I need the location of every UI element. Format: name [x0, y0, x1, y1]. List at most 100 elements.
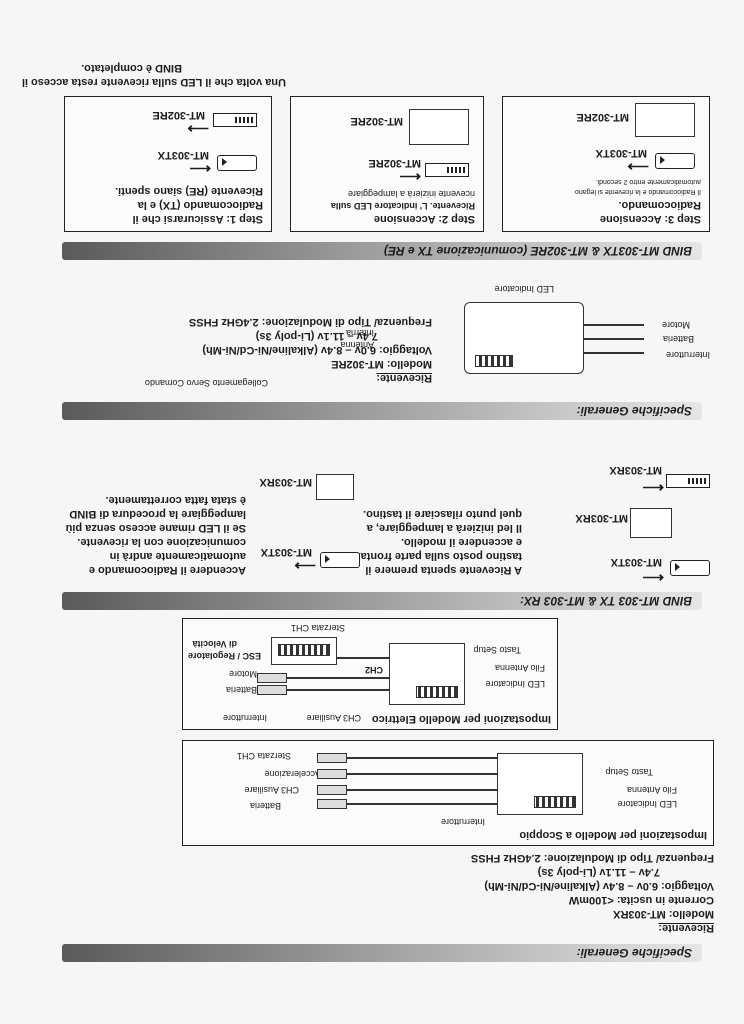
step3-line-4: automaticamente entro 2 secondi. — [595, 178, 701, 185]
step3-re-label: MT-302RE — [576, 111, 629, 123]
step-b-line-1: Accendere il Radiocomando e — [88, 564, 246, 576]
step1-tx-label: MT-303TX — [157, 149, 209, 161]
label-velocita: di Velocità — [192, 639, 237, 649]
step2-line-1: Step 2: Accensione — [373, 213, 475, 225]
step3-line-2: Radiocomando. — [618, 199, 701, 211]
step2-arrow-icon: ⟵ — [399, 168, 421, 185]
step-b-line-2: automaticamente andrà in — [109, 550, 246, 562]
step-a-line-4: Il led inizierà a lampeggiare, a — [366, 522, 522, 534]
label-tasto-el: Tasto Setup — [473, 645, 521, 655]
label-rx-c: MT-303RX — [259, 476, 312, 488]
label-led-el: LED Indicatore — [485, 679, 545, 689]
receiver-diagram-302re — [464, 302, 584, 374]
section-header-specs-1: Specifiche Generali: — [62, 944, 702, 962]
step2-receiver-led-icon — [409, 109, 469, 145]
receiver-switch-icon — [666, 474, 710, 488]
step3-box: Step 3: Accensione Radiocomando. Il Radi… — [502, 96, 710, 232]
spec-frequency-2: Frequenza/ Tipo di Modulazione: 2.4GHz F… — [188, 316, 432, 328]
transmitter-icon — [670, 560, 710, 576]
arrow-left-icon-2: ⟵ — [642, 479, 664, 496]
section-header-bind-rx: BIND MT-303 TX & MT-303 RX: — [62, 592, 702, 610]
label-led-indicatore: LED Indicatore — [617, 799, 677, 809]
step3-tx-label: MT-303TX — [595, 147, 647, 159]
label-antenna: Antenna — [340, 340, 374, 350]
step1-line-2: Radiocomando (TX) e la — [137, 199, 263, 211]
spec-output: Corrente in uscita: <100mW — [568, 894, 714, 906]
step1-arrow-icon-2: ⟶ — [187, 120, 209, 137]
spec-model-2: Modello: MT-302RE — [331, 358, 432, 370]
label-tasto-setup: Tasto Setup — [605, 767, 653, 777]
step2-line-3: ricevente inizierà a lampeggiare — [347, 189, 475, 199]
step3-receiver-icon — [635, 103, 695, 137]
label-servo: Collegamento Servo Comando — [144, 378, 268, 388]
step-b-line-3: comunicazione con la ricevente. — [77, 536, 246, 548]
step3-transmitter-icon — [655, 153, 695, 169]
label-interruttore-2: Interruttore — [665, 350, 710, 360]
receiver-label-2: Ricevente: — [376, 372, 432, 384]
step-b-line-6: è stata fatta correttamente. — [105, 494, 246, 506]
label-batteria-2: Batteria — [662, 334, 694, 344]
step1-transmitter-icon — [217, 155, 257, 171]
elettrico-title: Impostazioni per Modello Elettrico — [371, 713, 551, 725]
setup-box-scoppio: Impostazioni per Modello a Scoppio Inter… — [182, 740, 714, 846]
step1-re-label: MT-302RE — [152, 109, 205, 121]
receiver-small-icon — [630, 508, 672, 538]
arrow-left-icon: ⟵ — [642, 569, 664, 586]
spec-model-1: Modello: MT-303RX — [613, 908, 714, 920]
section-header-specs-2: Specifiche Generali: — [62, 402, 702, 420]
step3-line-3: Il Radiocomando e la ricevente si legano — [574, 188, 701, 195]
label-sterzata-el: Sterzata CH1 — [290, 623, 345, 633]
final-line-1: Una volta che il LED sulla ricevente res… — [21, 76, 286, 88]
step2-re-label-2: MT-302RE — [350, 115, 403, 127]
label-rx-a: MT-303RX — [575, 512, 628, 524]
label-ch3-el: CH3 Ausiliare — [306, 713, 361, 723]
final-line-2: BIND è completato. — [81, 62, 182, 74]
step1-box: Step 1: Assicurarsi che il Radiocomando … — [64, 96, 272, 232]
step1-arrow-icon: ⟵ — [189, 160, 211, 177]
label-ch3: CH3 Ausiliare — [244, 785, 299, 795]
label-motore-2: Motore — [661, 320, 690, 330]
step-a-line-2: tastino posto sulla parte frontale — [351, 550, 522, 562]
spec-voltage-lipo-1: 7.4v – 11.1v (Li-poly 3s) — [537, 866, 660, 878]
receiver-led-icon — [316, 474, 354, 500]
step1-receiver-switch-icon — [213, 113, 257, 127]
transmitter-icon-2 — [320, 552, 360, 568]
receiver-diagram-303rx-el — [389, 643, 465, 705]
label-batteria-el: Batteria — [225, 685, 257, 695]
spec-frequency-1: Frequenza/ Tipo di Modulazione: 2.4GHz F… — [470, 852, 714, 864]
spec-voltage-2: Voltaggio: 6.0v – 8.4v (Alkaline/Ni-Cd/N… — [202, 344, 432, 356]
label-filo-antenna: Filo Antenna — [626, 785, 677, 795]
label-interruttore-el: Interruttore — [222, 713, 267, 723]
step2-receiver-switch-icon — [425, 163, 469, 177]
label-ch2: CH2 — [364, 665, 383, 675]
receiver-label-1: Ricevente: — [658, 922, 714, 934]
label-esc: ESC / Regolatore — [187, 651, 261, 661]
step-a-line-3: e accendere il modello. — [400, 536, 522, 548]
step1-line-1: Step 1: Assicurarsi che il — [132, 213, 263, 225]
label-accelerazione: Accelerazione — [264, 769, 321, 779]
step3-arrow-icon: ⟶ — [627, 158, 649, 175]
label-sterzata: Sterzata CH1 — [236, 751, 291, 761]
label-batteria: Batteria — [249, 801, 281, 811]
setup-box-elettrico: Impostazioni per Modello Elettrico CH3 A… — [182, 618, 558, 730]
label-led-2: LED Indicatore — [494, 284, 554, 294]
label-rx-b: MT-303RX — [609, 464, 662, 476]
step3-line-1: Step 3: Accensione — [599, 213, 701, 225]
scoppio-title: Impostazioni per Modello a Scoppio — [519, 829, 707, 841]
step2-re-label-1: MT-302RE — [368, 157, 421, 169]
arrow-right-icon: ⟶ — [294, 557, 316, 574]
step-a-line-1: A Ricevente spenta premere il — [365, 564, 522, 576]
step-b-line-5: lampeggiare la procedura di BIND — [69, 508, 246, 520]
label-tx-a: MT-303TX — [610, 556, 662, 568]
step-b-line-4: Se il LED rimane acceso senza più — [65, 522, 246, 534]
receiver-diagram-303rx — [497, 753, 583, 815]
step1-line-3: Ricevente (RE) siano spenti. — [115, 185, 263, 197]
label-interruttore: Interruttore — [440, 817, 485, 827]
esc-diagram — [271, 637, 337, 665]
step2-line-2: Ricevente. L' indicatore LED sulla — [330, 201, 475, 211]
section-header-bind-re: BIND MT-303TX & MT-302RE (comunicazione … — [62, 242, 702, 260]
label-tx-b: MT-303TX — [260, 546, 312, 558]
spec-voltage-1: Voltaggio: 6.0v – 8.4v (Alkaline/Ni-Cd/N… — [484, 880, 714, 892]
label-filo-el: Filo Antenna — [494, 663, 545, 673]
